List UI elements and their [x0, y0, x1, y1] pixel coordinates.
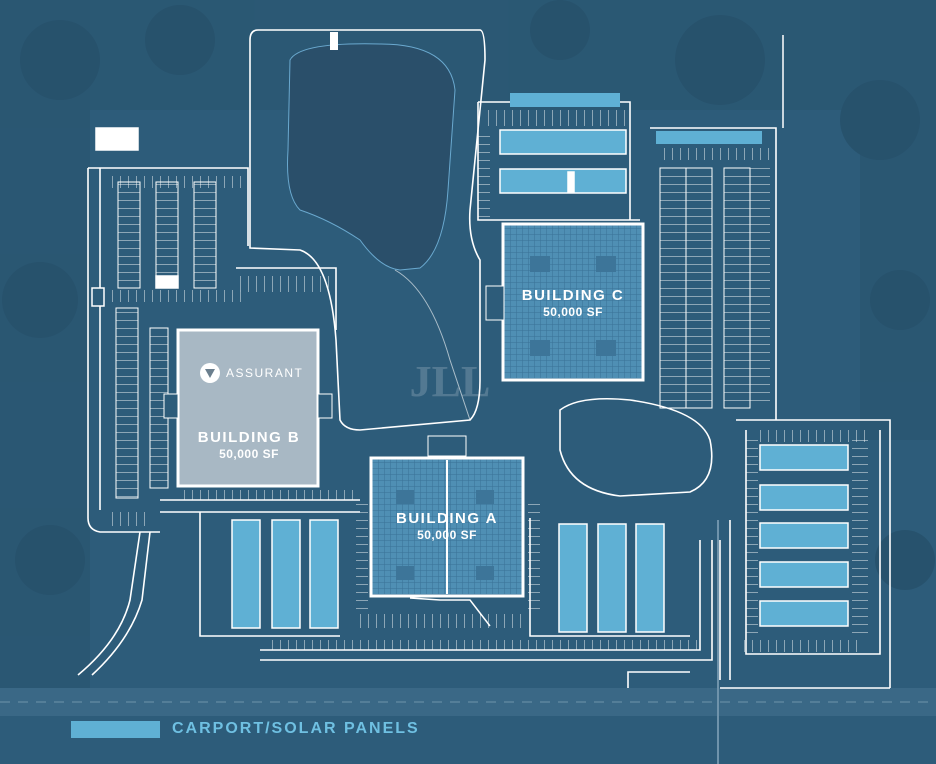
- building-b-footprint: [163, 328, 333, 488]
- solar-legend-label: CARPORT/SOLAR PANELS: [172, 720, 420, 737]
- tenant-logo-icon: [200, 363, 220, 383]
- parking-stalls: [106, 110, 868, 652]
- building-a-name: BUILDING A: [396, 510, 498, 527]
- tenant-brand: ASSURANT: [200, 363, 303, 383]
- watermark-text: JLL: [410, 357, 491, 406]
- building-b-name: BUILDING B: [197, 429, 301, 446]
- pond-and-trail: [249, 29, 486, 431]
- building-a-size: 50,000 SF: [417, 528, 477, 542]
- building-a-label: BUILDING A 50,000 SF: [382, 510, 512, 542]
- map-legend: CARPORT/SOLAR PANELS: [71, 720, 420, 738]
- building-b-size: 50,000 SF: [219, 447, 279, 461]
- building-a-footprint: [369, 435, 525, 627]
- main-road: [0, 35, 936, 764]
- building-b-label: BUILDING B 50,000 SF: [184, 429, 314, 461]
- carport-solar-panels: [231, 93, 849, 633]
- retention-basin: [559, 397, 713, 497]
- solar-legend-swatch: [71, 720, 160, 738]
- building-c-footprint: [485, 222, 645, 382]
- building-c-label: BUILDING C 50,000 SF: [508, 287, 638, 319]
- building-c-name: BUILDING C: [521, 287, 625, 304]
- site-structures: [91, 127, 575, 307]
- tenant-logo-text: ASSURANT: [226, 366, 304, 380]
- building-c-size: 50,000 SF: [543, 305, 603, 319]
